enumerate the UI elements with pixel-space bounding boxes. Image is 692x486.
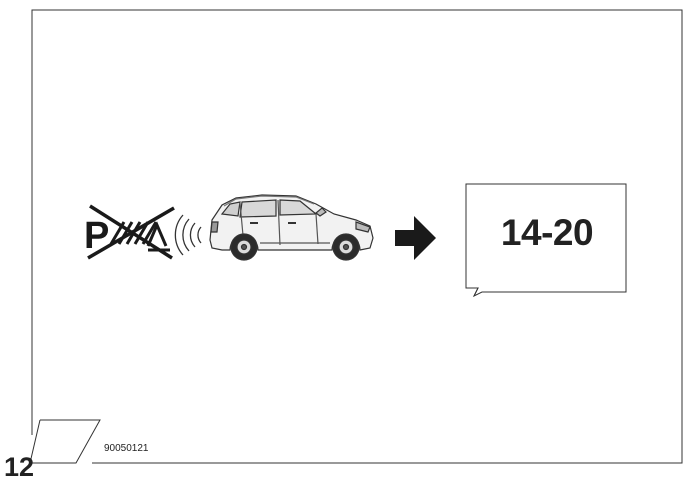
page-number: 12 bbox=[4, 452, 34, 483]
arrow-right-icon bbox=[395, 216, 436, 260]
figure-code: 90050121 bbox=[104, 443, 149, 454]
svg-text:P: P bbox=[84, 215, 109, 257]
car-illustration bbox=[210, 195, 373, 260]
no-parking-icon: P bbox=[84, 206, 174, 258]
page-reference-label: 14-20 bbox=[468, 212, 626, 254]
wireless-signal-icon bbox=[175, 215, 201, 255]
